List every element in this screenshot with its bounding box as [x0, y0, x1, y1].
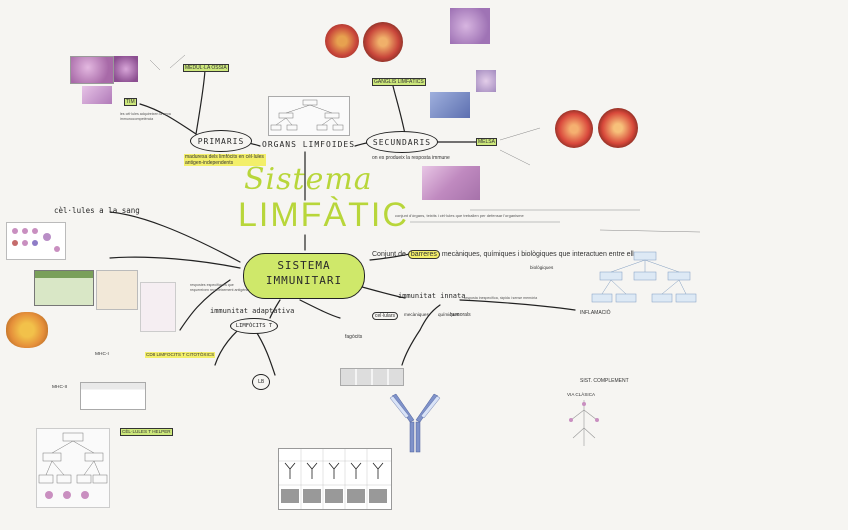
lymph-node-micrograph-2 [430, 92, 470, 118]
lymph-nodes-label: GANGLIS LIMFÀTICS [372, 78, 426, 86]
complement-pathway-svg [569, 400, 599, 446]
helper-cells-label: CÈL·LULES T HELPER [120, 428, 173, 436]
barriers-intro: Conjunt de barreres mecàniques, químique… [372, 250, 638, 259]
innate-description: resposta inespecífica, ràpida i sense me… [464, 296, 538, 300]
chemical-label: químiques [438, 312, 460, 317]
barriers-intro-text: Conjunt de [372, 251, 406, 258]
primary-description: les cèl·lules adquireixen la seva immuno… [120, 112, 171, 121]
immune-cells-diagram [96, 270, 138, 310]
spleen-photo-1 [555, 110, 593, 148]
lymphocytes-b-oval: LB [252, 374, 270, 390]
lymph-node-micrograph-3 [476, 70, 496, 92]
immune-system-cloud [243, 253, 365, 299]
organs-main-label: ORGANS LIMFOIDES [262, 140, 356, 149]
spleen-micrograph [422, 166, 480, 200]
biological-label: biològiques [530, 265, 554, 270]
secondary-note: on es produeix la resposta immune [372, 155, 450, 161]
classic-path-label: VIA CLÀSICA [567, 392, 596, 397]
title-sistema: Sistema [244, 162, 373, 197]
mhc1-label: MHC-I [95, 352, 109, 357]
primary-note: maduresa dels limfòcits en cèl·lules ant… [184, 154, 266, 166]
complement-label: SIST. COMPLEMENT [580, 378, 629, 384]
thymus-label: TIM [124, 98, 137, 106]
mechanical-label: mecàniques [404, 312, 429, 317]
organs-diagram-thumbnail [268, 96, 350, 136]
t-cell-activation-diagram [36, 428, 110, 508]
inflammation-label: INFLAMACIÓ [580, 310, 611, 316]
complement-pathway-diagram [565, 398, 603, 448]
mhc2-label: MHC-II [52, 385, 68, 390]
thymus-micrograph-1 [70, 56, 114, 84]
cellular-label: cel·lulars [372, 312, 399, 320]
barriers-highlight: barreres [407, 250, 440, 259]
receptor-diagram [140, 282, 176, 332]
cd8-cytotoxic-label: CD8 LIMFOCITS T CITOTÒXICS [145, 352, 216, 358]
lymph-node-micrograph-1 [450, 8, 490, 44]
barriers-rest: mecàniques, químiques i biològiques que … [441, 251, 638, 258]
micrograph-strip [340, 368, 404, 386]
adaptive-description: respostes específiques que requereixen r… [190, 283, 249, 292]
bone-marrow-photo-2 [363, 22, 403, 62]
adaptive-immunity-label: immunitat adaptativa [210, 307, 295, 315]
thymus-micrograph-2 [114, 56, 138, 82]
antibody-types-table [278, 448, 392, 510]
thymus-micrograph-3 [82, 86, 112, 104]
spleen-label: MELSA [476, 138, 497, 146]
secondary-organs-oval: SECUNDARIS [366, 131, 438, 153]
blood-cells-svg [12, 228, 60, 252]
antibody-svg [389, 393, 441, 453]
bone-marrow-photo-1 [325, 24, 359, 58]
barriers-flowchart [590, 250, 700, 310]
spleen-photo-2 [598, 108, 638, 148]
lymphocytes-t-oval: LIMFÒCITS T [230, 318, 278, 334]
primary-organs-label: PRIMARIS [197, 136, 245, 146]
innate-immunity-label: immunitat innata [398, 292, 466, 300]
mhc-table [80, 382, 146, 410]
phagocytes-label: fagòcits [345, 334, 363, 340]
secondary-organs-label: SECUNDARIS [372, 137, 432, 147]
immune-system-label: SISTEMA IMMUNITARI [265, 259, 343, 287]
t-cell-activation-svg [38, 432, 108, 499]
title-limfatic: LIMFÀTIC [238, 196, 409, 234]
barriers-flowchart-svg [591, 251, 697, 303]
primary-organs-oval: PRIMARIS [190, 130, 252, 152]
blood-cells-label: cèl·lules a la sang [54, 206, 140, 215]
organs-diagram-svg [270, 99, 344, 131]
blood-cells-chart [6, 222, 66, 260]
macrophage-illustration [6, 312, 48, 348]
humoral-label: humorals [450, 312, 471, 318]
lymphocytes-b-label: LB [257, 379, 265, 385]
lymph-definition: conjunt d'òrgans, teixits i cèl·lules qu… [395, 213, 524, 218]
cells-table [34, 270, 94, 306]
antibody-types-svg [279, 449, 391, 509]
lymphocytes-t-label: LIMFÒCITS T [235, 323, 273, 329]
antibody-diagram [384, 388, 444, 458]
bone-marrow-label: MEDUL·LA ÒSSIA [183, 64, 229, 72]
